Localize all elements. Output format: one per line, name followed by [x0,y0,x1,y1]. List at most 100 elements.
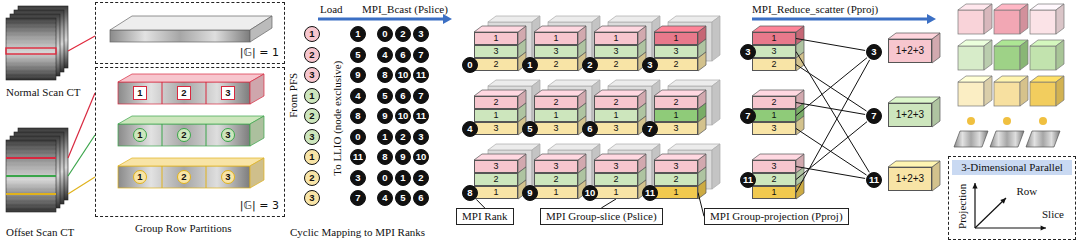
node-text: 9 [400,152,405,162]
node-text: 7 [647,124,652,134]
rank-circle: 4 [462,121,478,137]
rank-circle: 9 [377,108,393,124]
callout-number: 3 [221,86,235,100]
slice-slab: 2 [594,96,638,109]
back-cube [668,144,720,150]
label-text: From PFS [287,72,300,117]
row-link [68,36,95,51]
volume-block [994,46,1020,70]
rank-circle: 0 [462,57,478,73]
node-text: 1 [673,187,678,197]
node-text: |𝔾| = 1 [240,47,279,60]
node-text: 10 [416,152,427,162]
ct-stripe [6,65,56,66]
label-text: Cyclic Mapping to MPI Ranks [290,226,425,239]
node-text: 3 [355,173,360,183]
partition-slab [118,166,250,188]
node-text: 3 [871,47,876,57]
slice-slab: 3 [594,122,638,135]
rank-circle: 2 [413,170,429,186]
node-text: 8 [467,188,472,198]
connector [796,58,867,116]
volume-block [958,46,984,70]
node-text: 6 [400,50,405,60]
output-dot [1039,117,1047,125]
slice-slab: 3 [594,160,638,173]
slice-slab: 2 [594,173,638,186]
node-text: 2 [771,174,776,184]
partition-slab [250,158,264,188]
ct-stripe [6,61,56,62]
volume-block [1056,40,1064,70]
rank-circle: 0 [377,26,393,42]
rank-circle: 7 [642,121,658,137]
slice-slab: 1 [654,109,698,122]
back-cube [548,16,600,22]
node-text: Row [1017,185,1038,198]
volume-block [994,82,1020,106]
node-text: 3 [493,123,498,133]
node-text: 1 [400,173,405,183]
rank-circle: 6 [582,121,598,137]
volume-block [1030,46,1056,70]
back-cube [548,144,600,150]
node-text: MPI Group-slice (Pslice) [546,210,657,223]
rank-circle: 3 [413,129,429,145]
label-text: MPI_Reduce_scatter (Pproj) [752,3,878,16]
callout-number: 1 [133,170,147,184]
rank-circle: 5 [395,190,411,206]
rank-circle: 1 [377,129,393,145]
slice-slab: 3 [594,45,638,58]
slice-slab: 3 [534,160,578,173]
node-text: 3 [553,123,558,133]
rank-circle: 7 [866,108,882,124]
slice-slab: 3 [474,45,518,58]
axis-panel: 3-Dimensional ParallelProjectionRowSlice [948,156,1076,240]
node-text: 7 [418,50,423,60]
row-link [68,135,95,176]
node-text: 2 [493,59,498,69]
node-text: 2 [771,97,776,107]
node-text: 1 [771,187,776,197]
node-text: 3 [493,161,498,171]
ct-stripe [6,155,56,156]
rank-circle: 0 [350,129,366,145]
volume-block [958,82,984,106]
callout-number: 3 [221,170,235,184]
back-cube [668,80,720,86]
rank-circle: 6 [413,190,429,206]
label-text: Offset Scan CT [6,226,74,239]
slice-slab: 1 [534,109,578,122]
node-text: 3 [745,47,750,57]
slice-slab: 1 [474,186,518,199]
slice-slab: 1 [474,32,518,45]
result-box: 1+2+3 [888,103,932,127]
node-text: 9 [527,188,532,198]
axis-head [1000,198,1006,204]
partition-slab [250,116,264,146]
ct-stripe [6,147,56,148]
ct-stripe [6,163,56,164]
rank-circle: 5 [377,88,393,104]
node-text: 9 [382,111,387,121]
node-text: 1+2+3 [896,173,924,185]
rank-circle: 4 [377,47,393,63]
partition-slab [118,82,250,104]
rank-circle: 3 [642,57,658,73]
ct-stripe [6,175,56,176]
node-text: 11 [416,111,426,121]
slice-slab: 3 [534,122,578,135]
slice-slab: 1 [534,32,578,45]
node-text: 2 [400,29,405,39]
partition-slab [118,124,250,146]
node-text: 1 [355,29,360,39]
node-text: Projection [956,183,969,228]
rank-circle: 2 [304,108,320,124]
flow-arrow [752,18,928,21]
axis-line [974,183,975,228]
back-cube [488,16,540,22]
slice-slab: 3 [752,160,796,173]
node-text: 3 [309,132,314,142]
node-text: 1+2+3 [896,109,924,121]
node-text: 2 [553,59,558,69]
